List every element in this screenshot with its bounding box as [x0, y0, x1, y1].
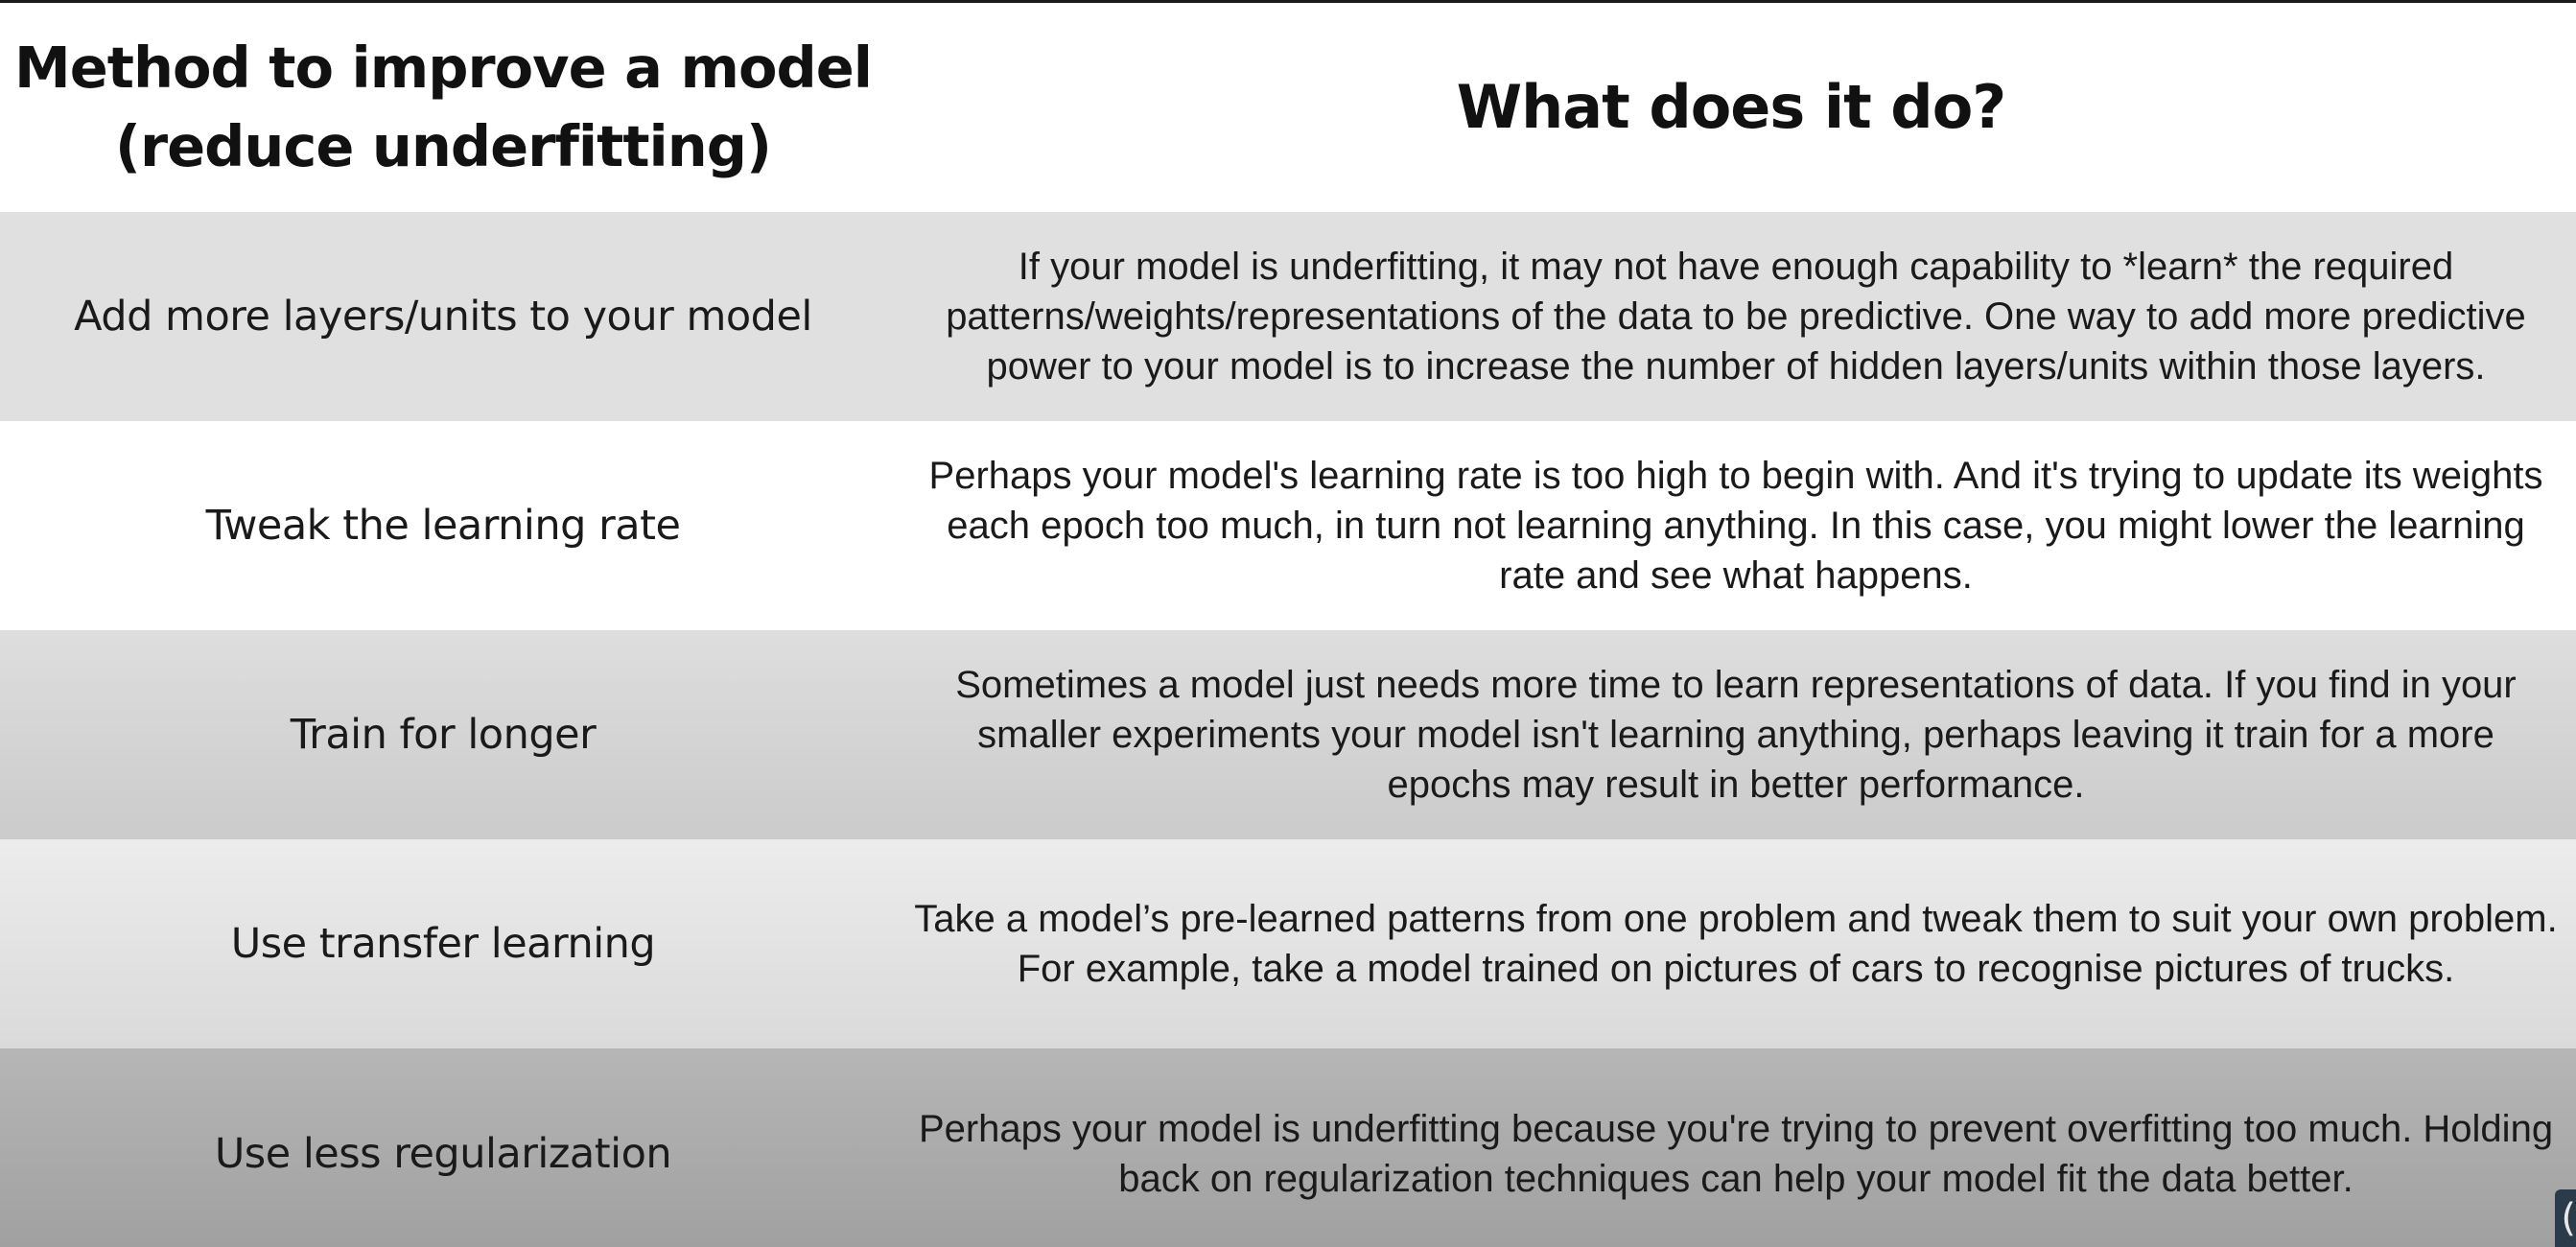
method-cell: Add more layers/units to your model	[74, 293, 812, 341]
method-column-header: Method to improve a model (reduce underf…	[14, 35, 873, 179]
description-cell: Take a model’s pre-learned patterns from…	[914, 898, 2558, 990]
overlay-corner-icon: (	[2555, 1189, 2576, 1247]
table-row: Tweak the learning rate Perhaps your mod…	[0, 421, 2576, 630]
method-cell: Train for longer	[290, 711, 597, 759]
method-cell: Tweak the learning rate	[205, 502, 681, 550]
table-header: Method to improve a model (reduce underf…	[0, 3, 2576, 212]
table-body: Add more layers/units to your model If y…	[0, 212, 2576, 1247]
table-row: Add more layers/units to your model If y…	[0, 212, 2576, 421]
description-cell: Perhaps your model is underfitting becau…	[918, 1108, 2554, 1200]
method-cell: Use less regularization	[214, 1130, 672, 1178]
description-column-header: What does it do?	[1456, 72, 2007, 142]
description-cell: If your model is underfitting, it may no…	[946, 246, 2526, 388]
table-row: Train for longer Sometimes a model just …	[0, 630, 2576, 839]
table-row: Use less regularization Perhaps your mod…	[0, 1048, 2576, 1247]
table-row: Use transfer learning Take a model’s pre…	[0, 839, 2576, 1048]
description-cell: Perhaps your model's learning rate is to…	[928, 455, 2543, 597]
description-cell: Sometimes a model just needs more time t…	[955, 664, 2517, 806]
method-cell: Use transfer learning	[230, 920, 656, 968]
